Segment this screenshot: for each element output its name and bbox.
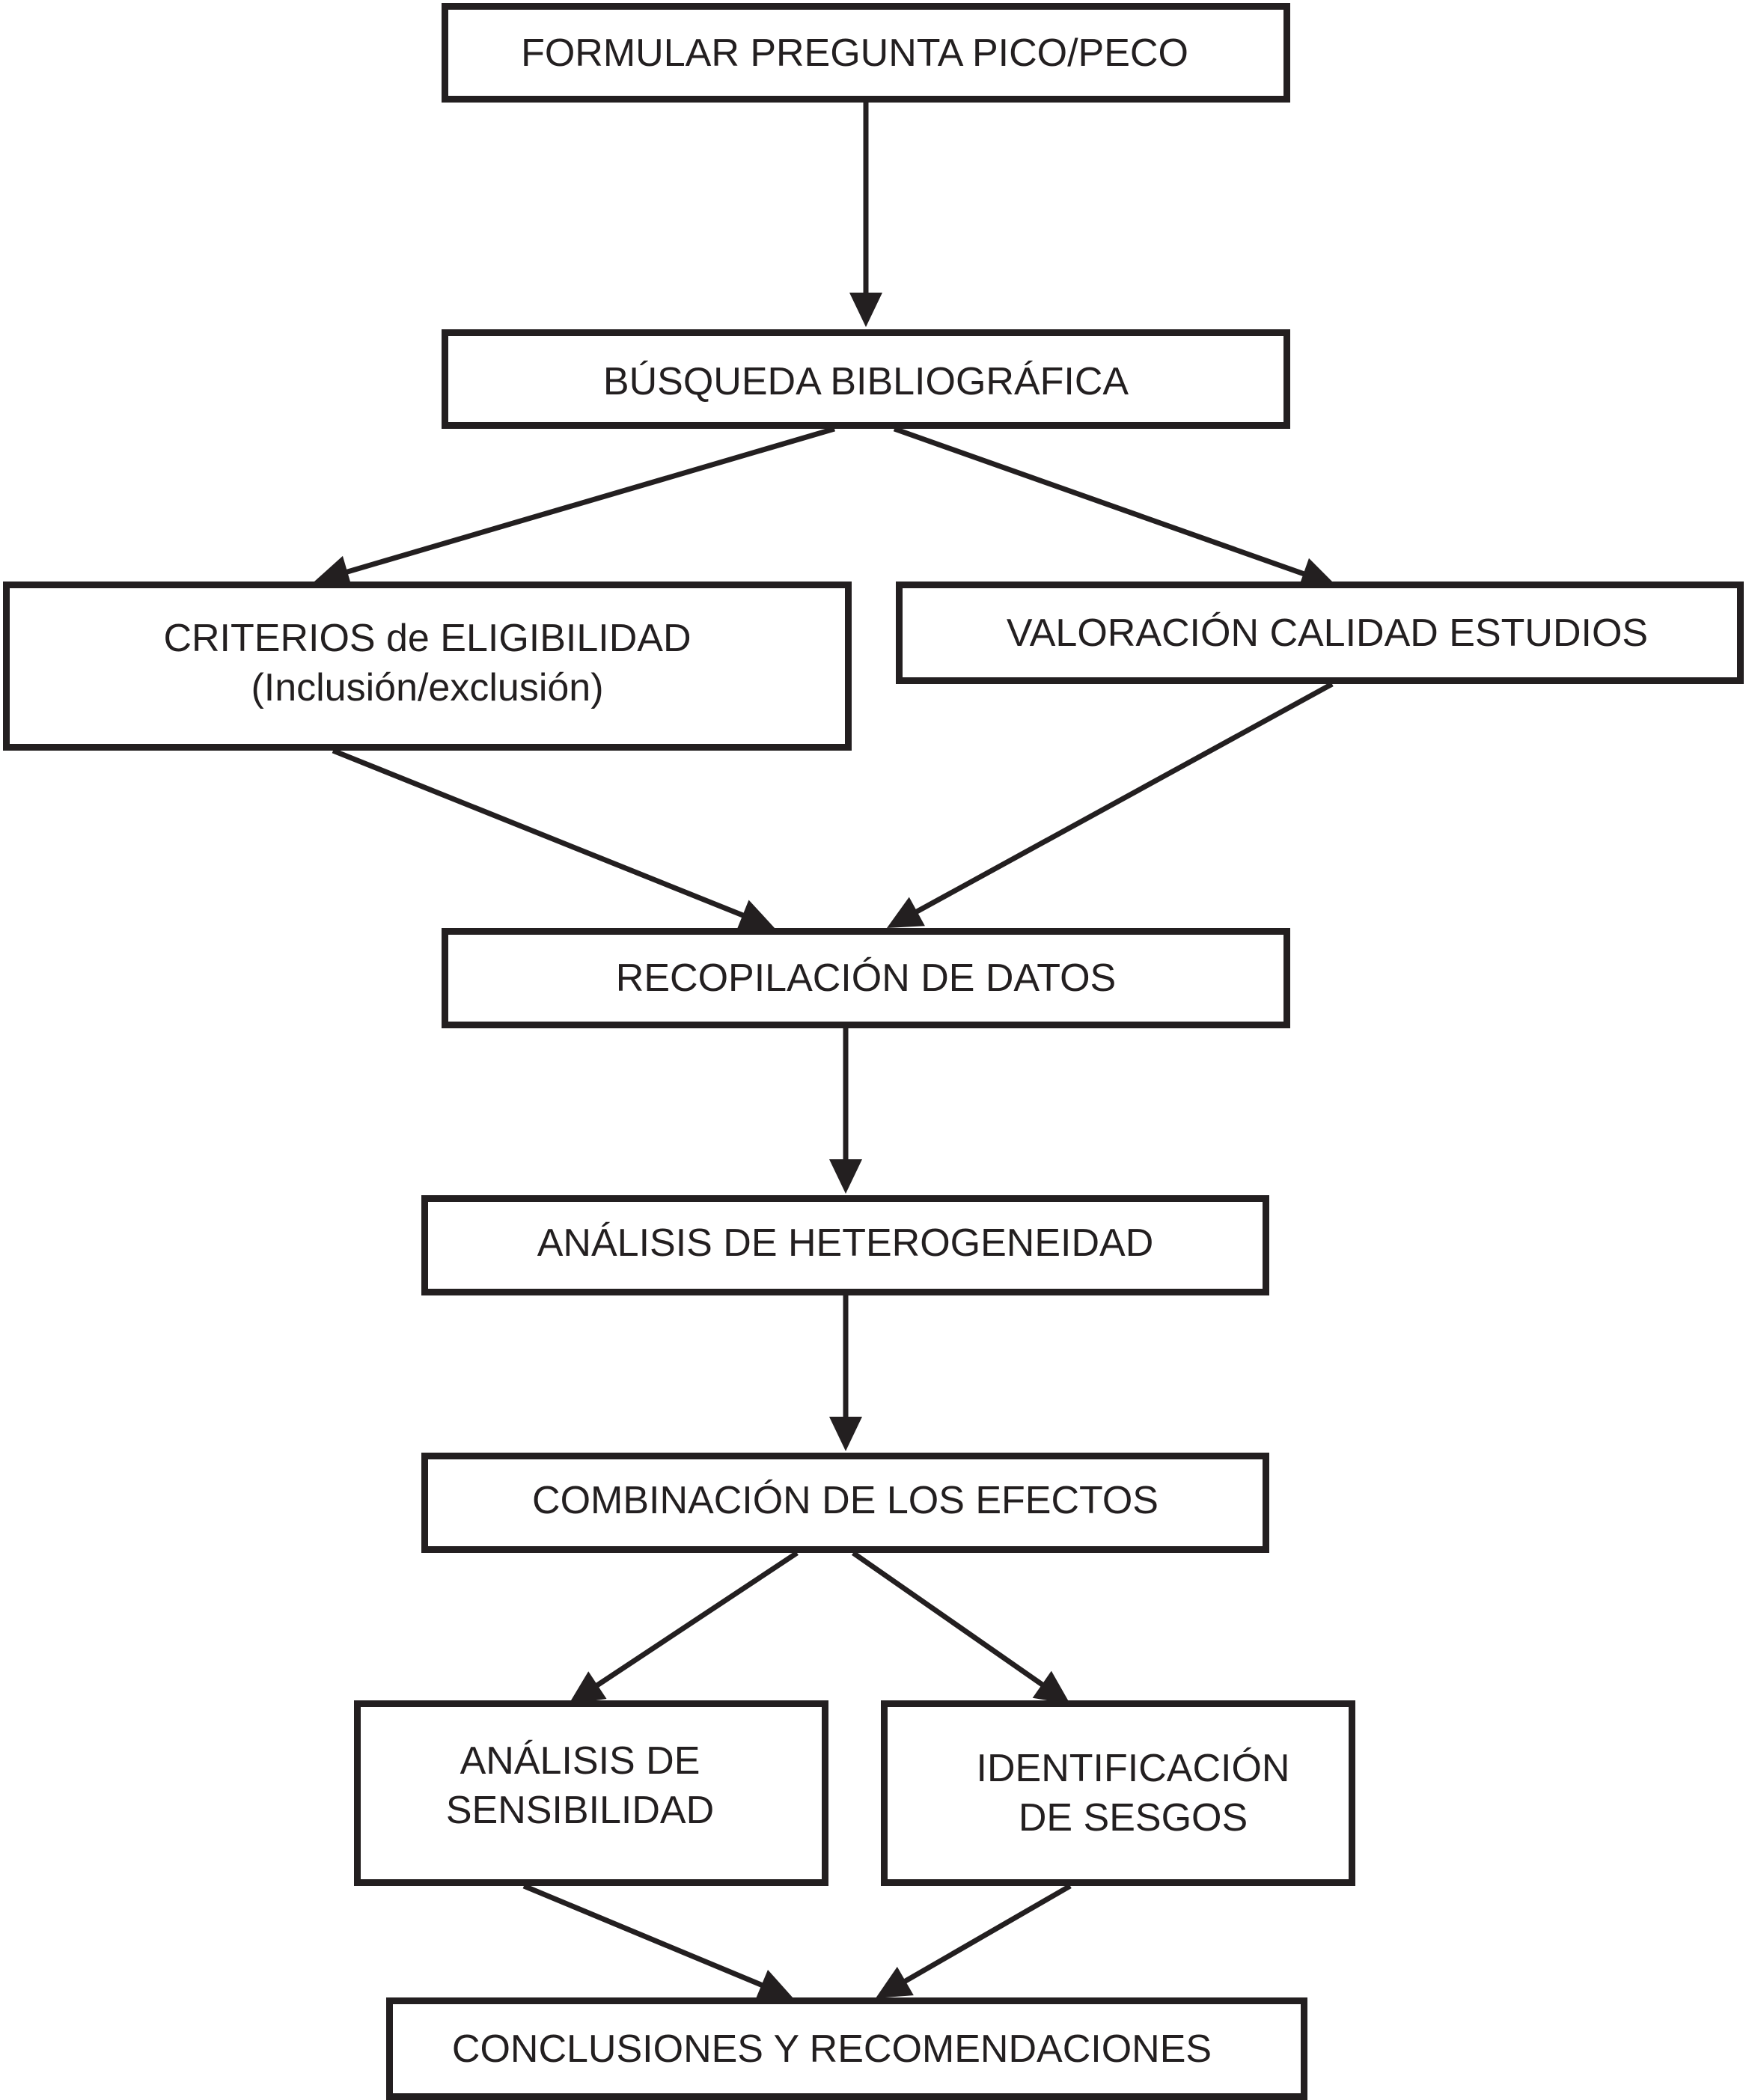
node-formular-pregunta: FORMULAR PREGUNTA PICO/PECO bbox=[442, 3, 1290, 103]
arrowhead bbox=[829, 1417, 862, 1451]
arrow-line bbox=[913, 681, 1334, 915]
arrow-criterios-to-recopilacion bbox=[332, 748, 775, 931]
node-analisis-sensibilidad: ANÁLISIS DE SENSIBILIDAD bbox=[354, 1700, 828, 1886]
node-criterios-eligibilidad: CRITERIOS de ELIGIBILIDAD (Inclusión/exc… bbox=[3, 582, 852, 751]
arrow-line bbox=[593, 1551, 799, 1689]
arrowhead bbox=[849, 293, 882, 327]
arrowhead bbox=[829, 1159, 862, 1194]
arrow-line bbox=[344, 426, 835, 576]
arrowhead bbox=[755, 1970, 793, 2000]
arrow-busqueda-to-criterios bbox=[314, 426, 835, 588]
arrow-heterogeneidad-to-combinacion bbox=[829, 1295, 862, 1451]
node-busqueda-bibliografica-label: BÚSQUEDA BIBLIOGRÁFICA bbox=[602, 359, 1129, 403]
node-recopilacion-datos: RECOPILACIÓN DE DATOS bbox=[442, 928, 1290, 1028]
node-combinacion-efectos: COMBINACIÓN DE LOS EFECTOS bbox=[421, 1453, 1269, 1553]
node-criterios-line1: CRITERIOS de ELIGIBILIDAD bbox=[163, 617, 692, 660]
arrow-combinacion-to-sesgos bbox=[851, 1551, 1070, 1704]
arrow-valoracion-to-recopilacion bbox=[887, 681, 1334, 928]
node-analisis-heterogeneidad-label: ANÁLISIS DE HETEROGENEIDAD bbox=[537, 1221, 1154, 1265]
arrow-line bbox=[851, 1551, 1046, 1688]
arrow-combinacion-to-sensibilidad bbox=[569, 1551, 799, 1704]
node-analisis-heterogeneidad: ANÁLISIS DE HETEROGENEIDAD bbox=[421, 1195, 1269, 1295]
arrowhead bbox=[876, 1966, 914, 1998]
node-sensibilidad-line2: SENSIBILIDAD bbox=[445, 1789, 715, 1832]
node-valoracion-calidad: VALORACIÓN CALIDAD ESTUDIOS bbox=[896, 582, 1744, 684]
arrow-line bbox=[901, 1883, 1072, 1985]
node-formular-pregunta-label: FORMULAR PREGUNTA PICO/PECO bbox=[521, 31, 1188, 75]
arrowhead bbox=[1032, 1670, 1070, 1704]
node-sesgos-line1: IDENTIFICACIÓN bbox=[976, 1747, 1290, 1790]
arrowhead bbox=[736, 900, 775, 931]
node-recopilacion-datos-label: RECOPILACIÓN DE DATOS bbox=[615, 956, 1117, 1000]
arrow-sesgos-to-conclusiones bbox=[876, 1883, 1072, 1998]
arrow-formular-to-busqueda bbox=[849, 103, 882, 327]
arrow-busqueda-to-valoracion bbox=[893, 426, 1336, 590]
node-busqueda-bibliografica: BÚSQUEDA BIBLIOGRÁFICA bbox=[442, 329, 1290, 429]
node-sensibilidad-line1: ANÁLISIS DE bbox=[460, 1739, 700, 1783]
node-criterios-line2: (Inclusión/exclusión) bbox=[251, 666, 604, 709]
arrowhead bbox=[314, 555, 352, 588]
node-sesgos-line2: DE SESGOS bbox=[1018, 1796, 1248, 1840]
node-valoracion-calidad-label: VALORACIÓN CALIDAD ESTUDIOS bbox=[1006, 611, 1649, 655]
arrow-recopilacion-to-heterogeneidad bbox=[829, 1028, 862, 1194]
node-conclusiones-recomendaciones-label: CONCLUSIONES Y RECOMENDACIONES bbox=[451, 2027, 1212, 2071]
arrow-line bbox=[332, 748, 747, 919]
node-conclusiones-recomendaciones: CONCLUSIONES Y RECOMENDACIONES bbox=[386, 1997, 1307, 2100]
arrow-line bbox=[893, 426, 1307, 578]
arrowhead bbox=[887, 897, 925, 928]
node-identificacion-sesgos: IDENTIFICACIÓN DE SESGOS bbox=[881, 1700, 1355, 1886]
arrow-line bbox=[522, 1883, 766, 1989]
arrowhead bbox=[569, 1671, 607, 1704]
arrow-sensibilidad-to-conclusiones bbox=[522, 1883, 793, 2000]
node-combinacion-efectos-label: COMBINACIÓN DE LOS EFECTOS bbox=[532, 1479, 1159, 1522]
